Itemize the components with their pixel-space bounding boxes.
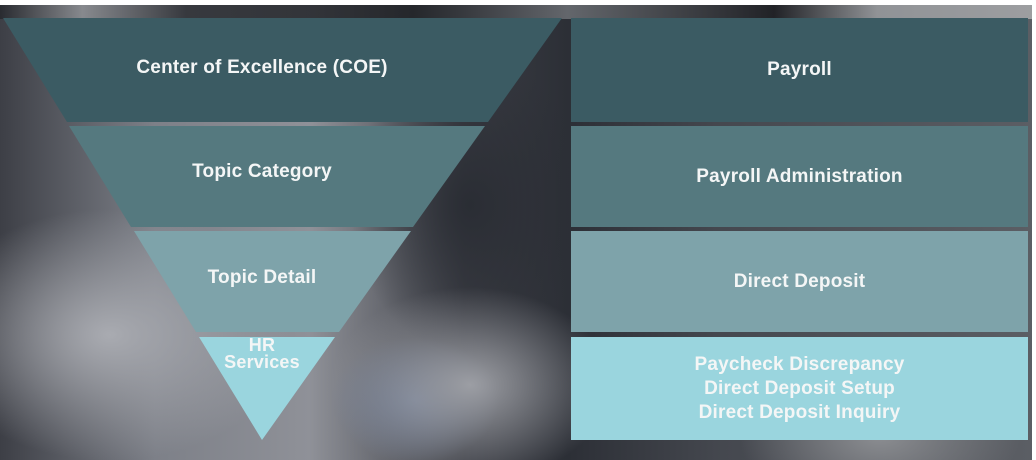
example-level-direct-deposit: Direct Deposit: [571, 231, 1028, 332]
example-item-direct-deposit-inquiry: Direct Deposit Inquiry: [698, 401, 901, 423]
example-item-paycheck-discrepancy: Paycheck Discrepancy: [694, 353, 905, 375]
background-top-strip: [0, 5, 1032, 19]
example-label-payroll: Payroll: [767, 59, 832, 80]
funnel-level-coe: [3, 18, 562, 122]
funnel-level-topic-category: [69, 126, 485, 227]
example-level-payroll: Payroll: [571, 18, 1028, 122]
funnel-label-topic-category: Topic Category: [192, 161, 332, 182]
funnel-label-hr-line2: Services: [224, 352, 300, 372]
example-level-payroll-administration: Payroll Administration: [571, 126, 1028, 227]
funnel-level-hr-services: [199, 337, 335, 440]
funnel-label-hr-services: HR Services: [0, 335, 524, 372]
funnel-label-hr-line1: HR: [248, 335, 276, 355]
funnel-label-coe: Center of Excellence (COE): [136, 57, 388, 78]
funnel-diagram: [3, 18, 562, 440]
funnel-level-topic-detail: [134, 231, 411, 332]
example-item-direct-deposit-setup: Direct Deposit Setup: [704, 377, 895, 399]
example-label-payroll-administration: Payroll Administration: [696, 165, 903, 187]
example-label-direct-deposit: Direct Deposit: [733, 270, 866, 292]
example-level-hr-services-items: Paycheck Discrepancy Direct Deposit Setu…: [571, 337, 1028, 440]
funnel-label-topic-detail: Topic Detail: [207, 267, 317, 288]
